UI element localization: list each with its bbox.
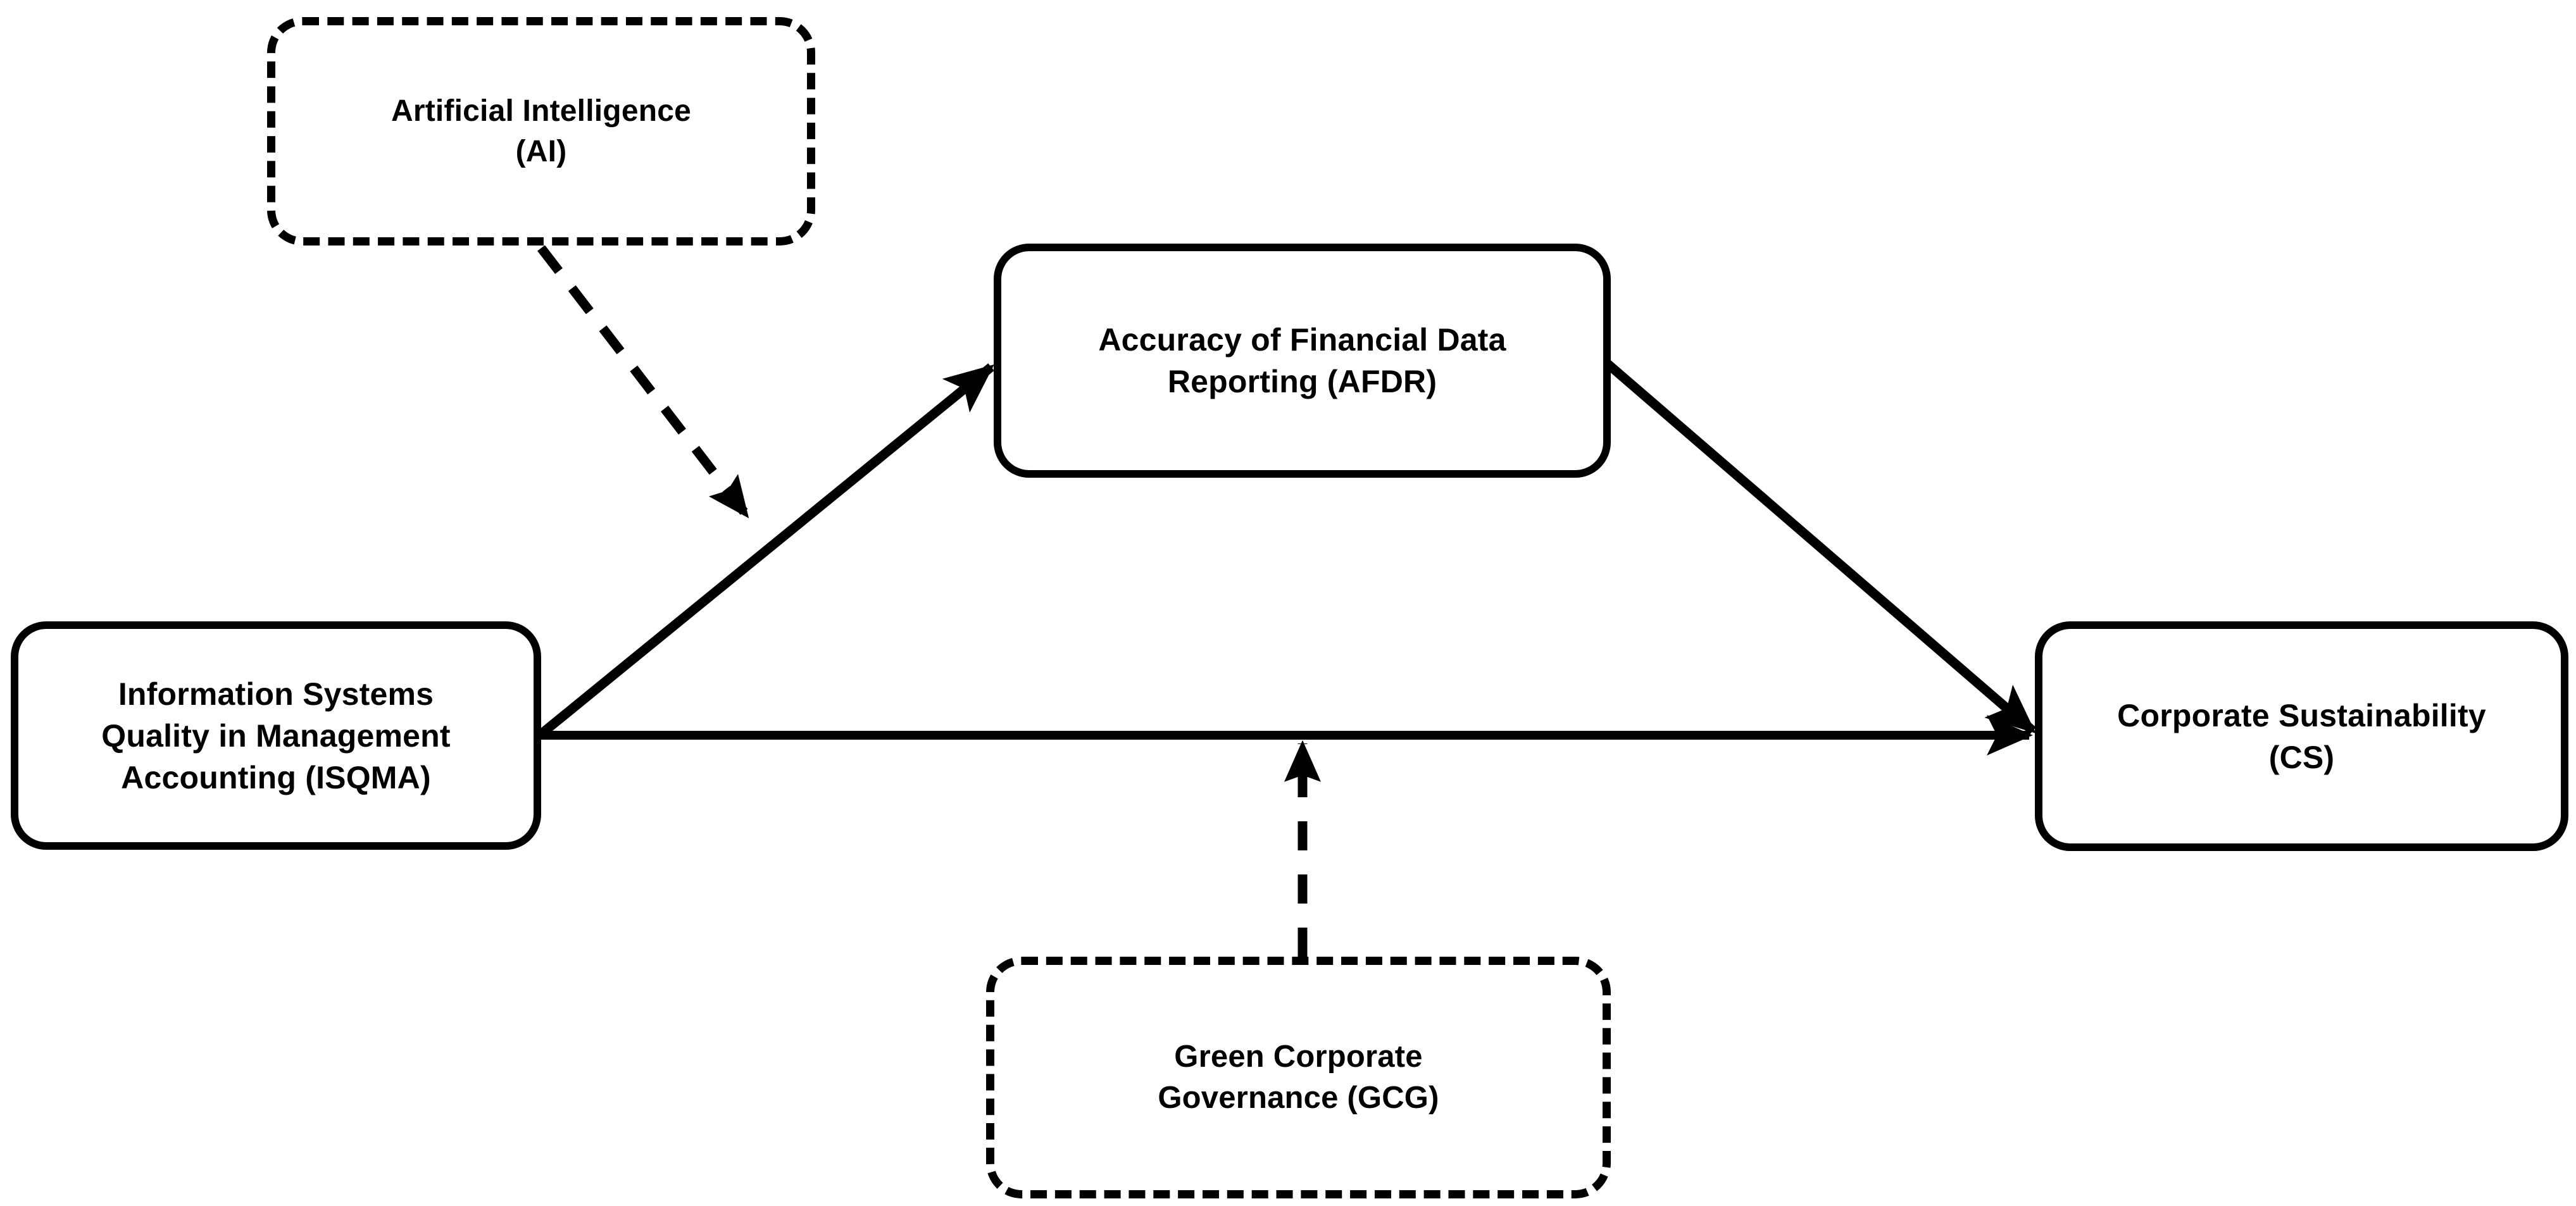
- node-label-green-corporate-governance: Green Corporate Governance (GCG): [1158, 1040, 1439, 1115]
- edge-isqma-to-afdr: [538, 363, 994, 738]
- node-label-corporate-sustainability: Corporate Sustainability (CS): [2117, 697, 2486, 775]
- node-artificial-intelligence[interactable]: Artificial Intelligence (AI): [267, 17, 815, 246]
- node-accuracy-financial-data-reporting[interactable]: Accuracy of Financial Data Reporting (AF…: [994, 244, 1611, 478]
- edge-afdr-to-cs: [1604, 360, 2036, 735]
- edge-ai-moderation: [537, 245, 751, 519]
- node-information-systems-quality[interactable]: Information Systems Quality in Managemen…: [11, 621, 541, 850]
- node-label-artificial-intelligence: Artificial Intelligence (AI): [391, 94, 692, 168]
- node-label-accuracy-financial-data-reporting: Accuracy of Financial Data Reporting (AF…: [1098, 322, 1506, 399]
- node-label-information-systems-quality: Information Systems Quality in Managemen…: [101, 676, 451, 795]
- node-corporate-sustainability[interactable]: Corporate Sustainability (CS): [2035, 621, 2568, 851]
- node-green-corporate-governance[interactable]: Green Corporate Governance (GCG): [986, 957, 1611, 1198]
